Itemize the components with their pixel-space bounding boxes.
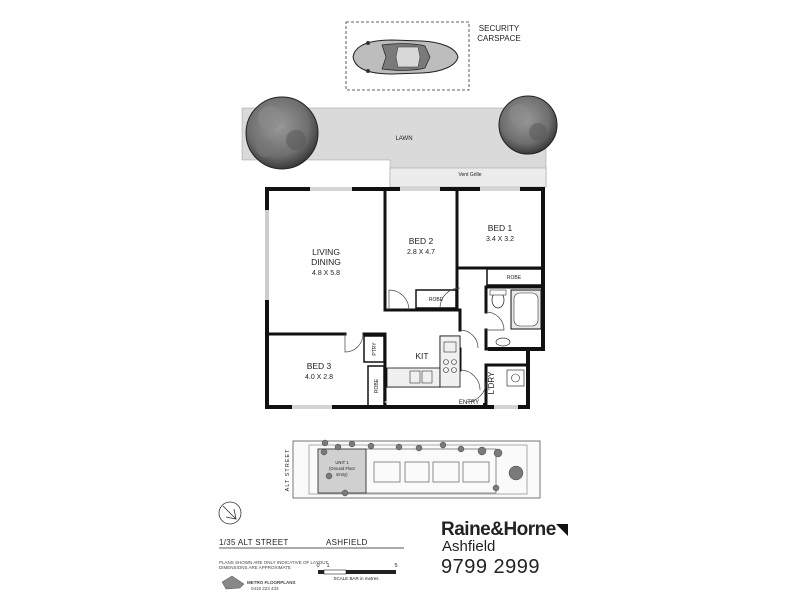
robe-bed1-label: ROBE: [507, 275, 522, 281]
robe-bed2: [415, 289, 457, 309]
site-unit-label-1: UNIT 1: [335, 460, 349, 465]
north-arrow-icon: [218, 501, 242, 525]
drafter-phone: 0418 223 433: [251, 586, 279, 591]
metro-floorplans-logo-icon: [221, 575, 245, 590]
car-icon: [352, 39, 459, 75]
scale-tick-0: 0: [316, 563, 319, 569]
internal-walls: [265, 187, 545, 409]
tree-right-icon: [498, 95, 558, 155]
site-street-label: ALT STREET: [285, 449, 291, 492]
robe-bed2-label: ROBE: [429, 297, 444, 303]
entry-label: ENTRY: [459, 400, 479, 406]
disclaimer-1: PLANS SHOWN ARE ONLY INDICATIVE OF LAYOU…: [219, 560, 329, 565]
site-plan: ALT STREET UNIT 1 (Ground Floor Entry): [285, 439, 541, 499]
ptry-label: PTRY: [372, 342, 378, 356]
living-size: 4.8 X 5.8: [312, 270, 340, 277]
bed2-label: BED 2: [409, 236, 434, 246]
bathroom-fixtures: [489, 289, 542, 387]
site-unit-label-3: Entry): [336, 472, 348, 477]
scale-tick-5: 5: [394, 563, 397, 569]
kit-label: KIT: [415, 351, 428, 361]
carspace-label-2: CARSPACE: [477, 34, 520, 43]
office-name: Ashfield: [442, 538, 496, 555]
bed2-size: 2.8 X 4.7: [407, 249, 435, 256]
robe-bed1: [486, 268, 543, 286]
disclaimer-2: DIMENSIONS ARE APPROXIMATE: [219, 565, 291, 570]
bed3-size: 4.0 X 2.8: [305, 374, 333, 381]
bed1-label: BED 1: [488, 223, 513, 233]
robe-bed3-label: ROBE: [374, 378, 380, 393]
carspace-outline: [345, 21, 470, 91]
door-swings: [344, 287, 505, 403]
brand-name: Raine&Horne: [441, 519, 556, 540]
kitchen-counter: [386, 335, 461, 388]
site-unit-label-2: (Ground Floor: [329, 466, 356, 471]
living-label-1: LIVING: [312, 247, 340, 257]
scale-bar: 0 1 5 SCALE BAR in metres: [316, 563, 397, 581]
pantry-box: [363, 335, 385, 363]
tree-left-icon: [245, 96, 319, 170]
scale-caption: SCALE BAR in metres: [333, 576, 379, 581]
drafter-name: METRO FLOORPLANS: [247, 580, 296, 585]
ldry-label: L'DRY: [487, 371, 496, 394]
lawn-label: LAWN: [395, 136, 412, 142]
vent-grille-label: Vent Grille: [458, 172, 481, 178]
windows: [265, 187, 520, 409]
robe-bed3: [367, 365, 385, 407]
suburb-text: ASHFIELD: [326, 538, 368, 547]
scale-tick-1: 1: [326, 563, 329, 569]
raine-horne-logo-icon: [556, 524, 568, 536]
window-lines: [265, 187, 520, 409]
bed3-label: BED 3: [307, 361, 332, 371]
living-label-2: DINING: [311, 257, 341, 267]
carspace-label-1: SECURITY: [479, 24, 520, 33]
address-text: 1/35 ALT STREET: [219, 538, 289, 547]
office-phone: 9799 2999: [441, 556, 541, 578]
bed1-size: 3.4 X 3.2: [486, 236, 514, 243]
